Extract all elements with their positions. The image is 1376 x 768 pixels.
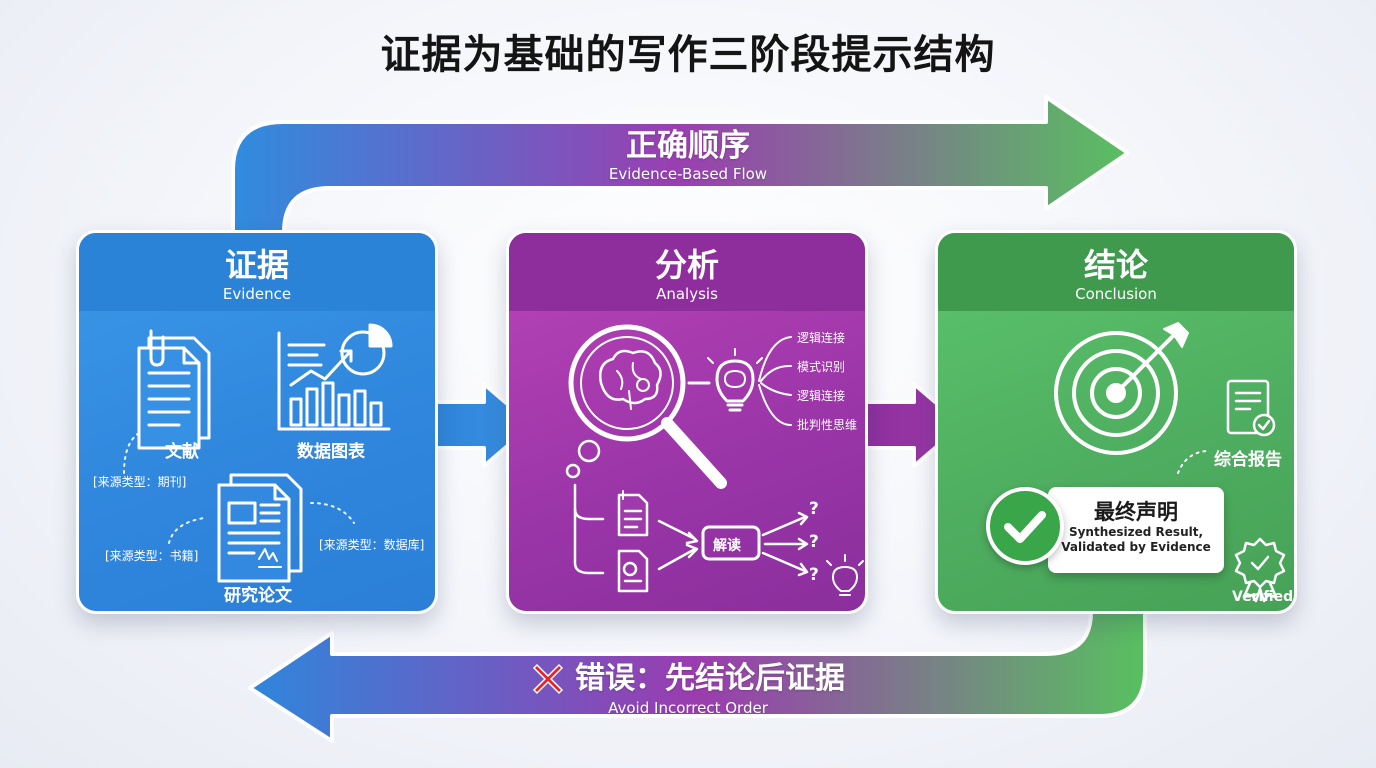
book-source-note: [来源类型：书籍] [105, 549, 199, 563]
branch-logic-1: 逻辑连接 [797, 331, 846, 345]
evidence-card: 证据 Evidence [76, 230, 438, 614]
correct-flow-arrow [231, 95, 1130, 234]
interpret-label: 解读 [713, 538, 741, 554]
verified-badge-icon [1234, 537, 1286, 603]
analysis-subtitle: Analysis [656, 285, 718, 303]
chart-icon [277, 323, 393, 431]
question-3: ? [809, 565, 819, 585]
conclusion-subtitle: Conclusion [1075, 285, 1157, 303]
branch-logic-2: 逻辑连接 [797, 389, 846, 403]
data-chart-label: 数据图表 [297, 442, 365, 462]
database-source-note: [来源类型：数据库] [319, 538, 425, 552]
page-title: 证据为基础的写作三阶段提示结构 [380, 32, 996, 78]
wrong-flow-title: 错误：先结论后证据 [575, 661, 845, 696]
branch-critical: 批判性思维 [797, 418, 858, 432]
analysis-card: 分析 Analysis [506, 230, 868, 614]
final-statement-line-2: Validated by Evidence [1061, 540, 1211, 554]
dotted-connector [1177, 450, 1207, 474]
evidence-subtitle: Evidence [222, 285, 292, 303]
analysis-header: 分析 Analysis [509, 233, 865, 311]
conclusion-card: 结论 Conclusion [935, 230, 1297, 614]
check-icon [986, 487, 1064, 565]
journal-source-note: [来源类型：期刊] [93, 475, 187, 489]
magnifier-brain-icon [565, 324, 727, 489]
target-icon [1054, 322, 1189, 455]
analysis-branches [758, 336, 792, 426]
final-statement-title: 最终声明 [1094, 500, 1178, 524]
question-1: ? [809, 499, 819, 519]
research-paper-label: 研究论文 [224, 586, 292, 606]
evidence-title: 证据 [224, 246, 289, 284]
report-icon [1226, 379, 1276, 437]
verified-label: Verified [1232, 589, 1294, 605]
conclusion-title: 结论 [1083, 246, 1148, 284]
correct-flow-label: 正确顺序 Evidence-Based Flow [488, 128, 888, 184]
evidence-header: 证据 Evidence [79, 233, 435, 311]
literature-label: 文献 [165, 442, 199, 462]
branch-pattern: 模式识别 [797, 360, 846, 374]
paper-icon [217, 473, 303, 583]
question-arrows [761, 511, 809, 577]
final-statement-box: 最终声明 Synthesized Result, Validated by Ev… [1048, 487, 1224, 573]
question-2: ? [809, 532, 819, 552]
documents-flow [573, 483, 699, 593]
conclusion-header: 结论 Conclusion [938, 233, 1294, 311]
red-x-icon [532, 663, 564, 695]
small-lightbulb-icon [826, 554, 864, 596]
lightbulb-brain-icon [707, 348, 763, 412]
wrong-flow-label: 错误：先结论后证据 Avoid Incorrect Order [418, 660, 958, 718]
wrong-flow-subtitle: Avoid Incorrect Order [608, 699, 768, 717]
correct-flow-title: 正确顺序 [626, 128, 750, 164]
correct-flow-subtitle: Evidence-Based Flow [608, 165, 768, 183]
analysis-title: 分析 [654, 246, 719, 284]
wrong-flow-arrow [248, 610, 1147, 743]
interpret-box [701, 525, 761, 561]
final-statement-line-1: Synthesized Result, [1068, 525, 1204, 539]
report-label: 综合报告 [1214, 450, 1282, 470]
document-icon [137, 329, 211, 450]
dotted-connectors [123, 432, 355, 544]
